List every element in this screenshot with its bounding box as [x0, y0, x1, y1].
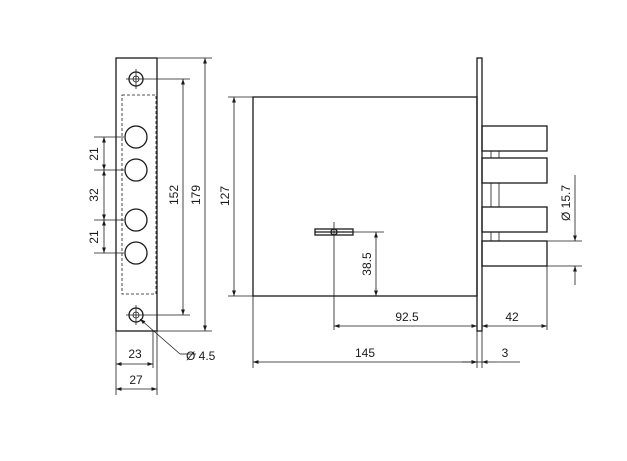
faceplate-width-dimensions: 23 27	[115, 331, 158, 395]
dim-screw-hole: Ø 4.5	[186, 349, 216, 363]
pitch-dimensions: 21 32 21	[87, 136, 124, 254]
dim-handle-height: 38.5	[360, 252, 374, 276]
bolt-1	[481, 125, 548, 152]
faceplate-inner-dashed	[121, 94, 157, 295]
dim-inner-width: 23	[128, 347, 142, 361]
backset-dimension: 92.5	[333, 242, 477, 330]
faceplate-height-dimensions: 152 179	[146, 57, 212, 332]
screw-hole-bottom	[126, 305, 146, 325]
dim-bolt-throw: 42	[505, 310, 519, 324]
bolt-hole-3	[124, 208, 148, 232]
screw-diameter-leader: Ø 4.5	[139, 318, 216, 363]
dim-hole-span: 152	[167, 185, 181, 205]
dim-case-height: 127	[218, 186, 232, 206]
bolt-hole-1	[124, 125, 148, 149]
bolt-2	[481, 157, 548, 184]
bolt-throw-dimension: 42	[482, 266, 548, 330]
front-plate-edge	[476, 57, 483, 332]
bolt-hole-2	[124, 158, 148, 182]
dim-plate-thickness: 3	[502, 346, 509, 360]
bolt-hole-4	[124, 241, 148, 265]
dim-plate-width: 27	[129, 373, 143, 387]
dim-case-length: 145	[355, 346, 375, 360]
bolt-diameter-dimension: Ø 15.7	[547, 175, 582, 285]
lock-body-view: 127 38.5 92.5 42 145	[218, 57, 582, 368]
faceplate-outline	[115, 57, 158, 332]
screw-hole-top	[126, 69, 146, 89]
plate-thickness-dimension: 3	[462, 346, 520, 364]
bolts	[481, 125, 548, 267]
case-length-dimension: 145	[252, 296, 483, 368]
dim-backset: 92.5	[395, 310, 419, 324]
dim-pitch-top: 21	[87, 147, 101, 161]
faceplate-view: 21 32 21 152 179 23 27	[87, 57, 216, 395]
dim-pitch-mid: 32	[87, 188, 101, 202]
dim-plate-height: 179	[189, 185, 203, 205]
handle-height-dimension: 38.5	[334, 231, 384, 296]
bolt-3	[481, 206, 548, 233]
case-height-dimension: 127	[218, 96, 253, 297]
dim-bolt-diameter: Ø 15.7	[559, 185, 573, 221]
dim-pitch-bottom: 21	[87, 230, 101, 244]
bolt-4	[481, 240, 548, 267]
